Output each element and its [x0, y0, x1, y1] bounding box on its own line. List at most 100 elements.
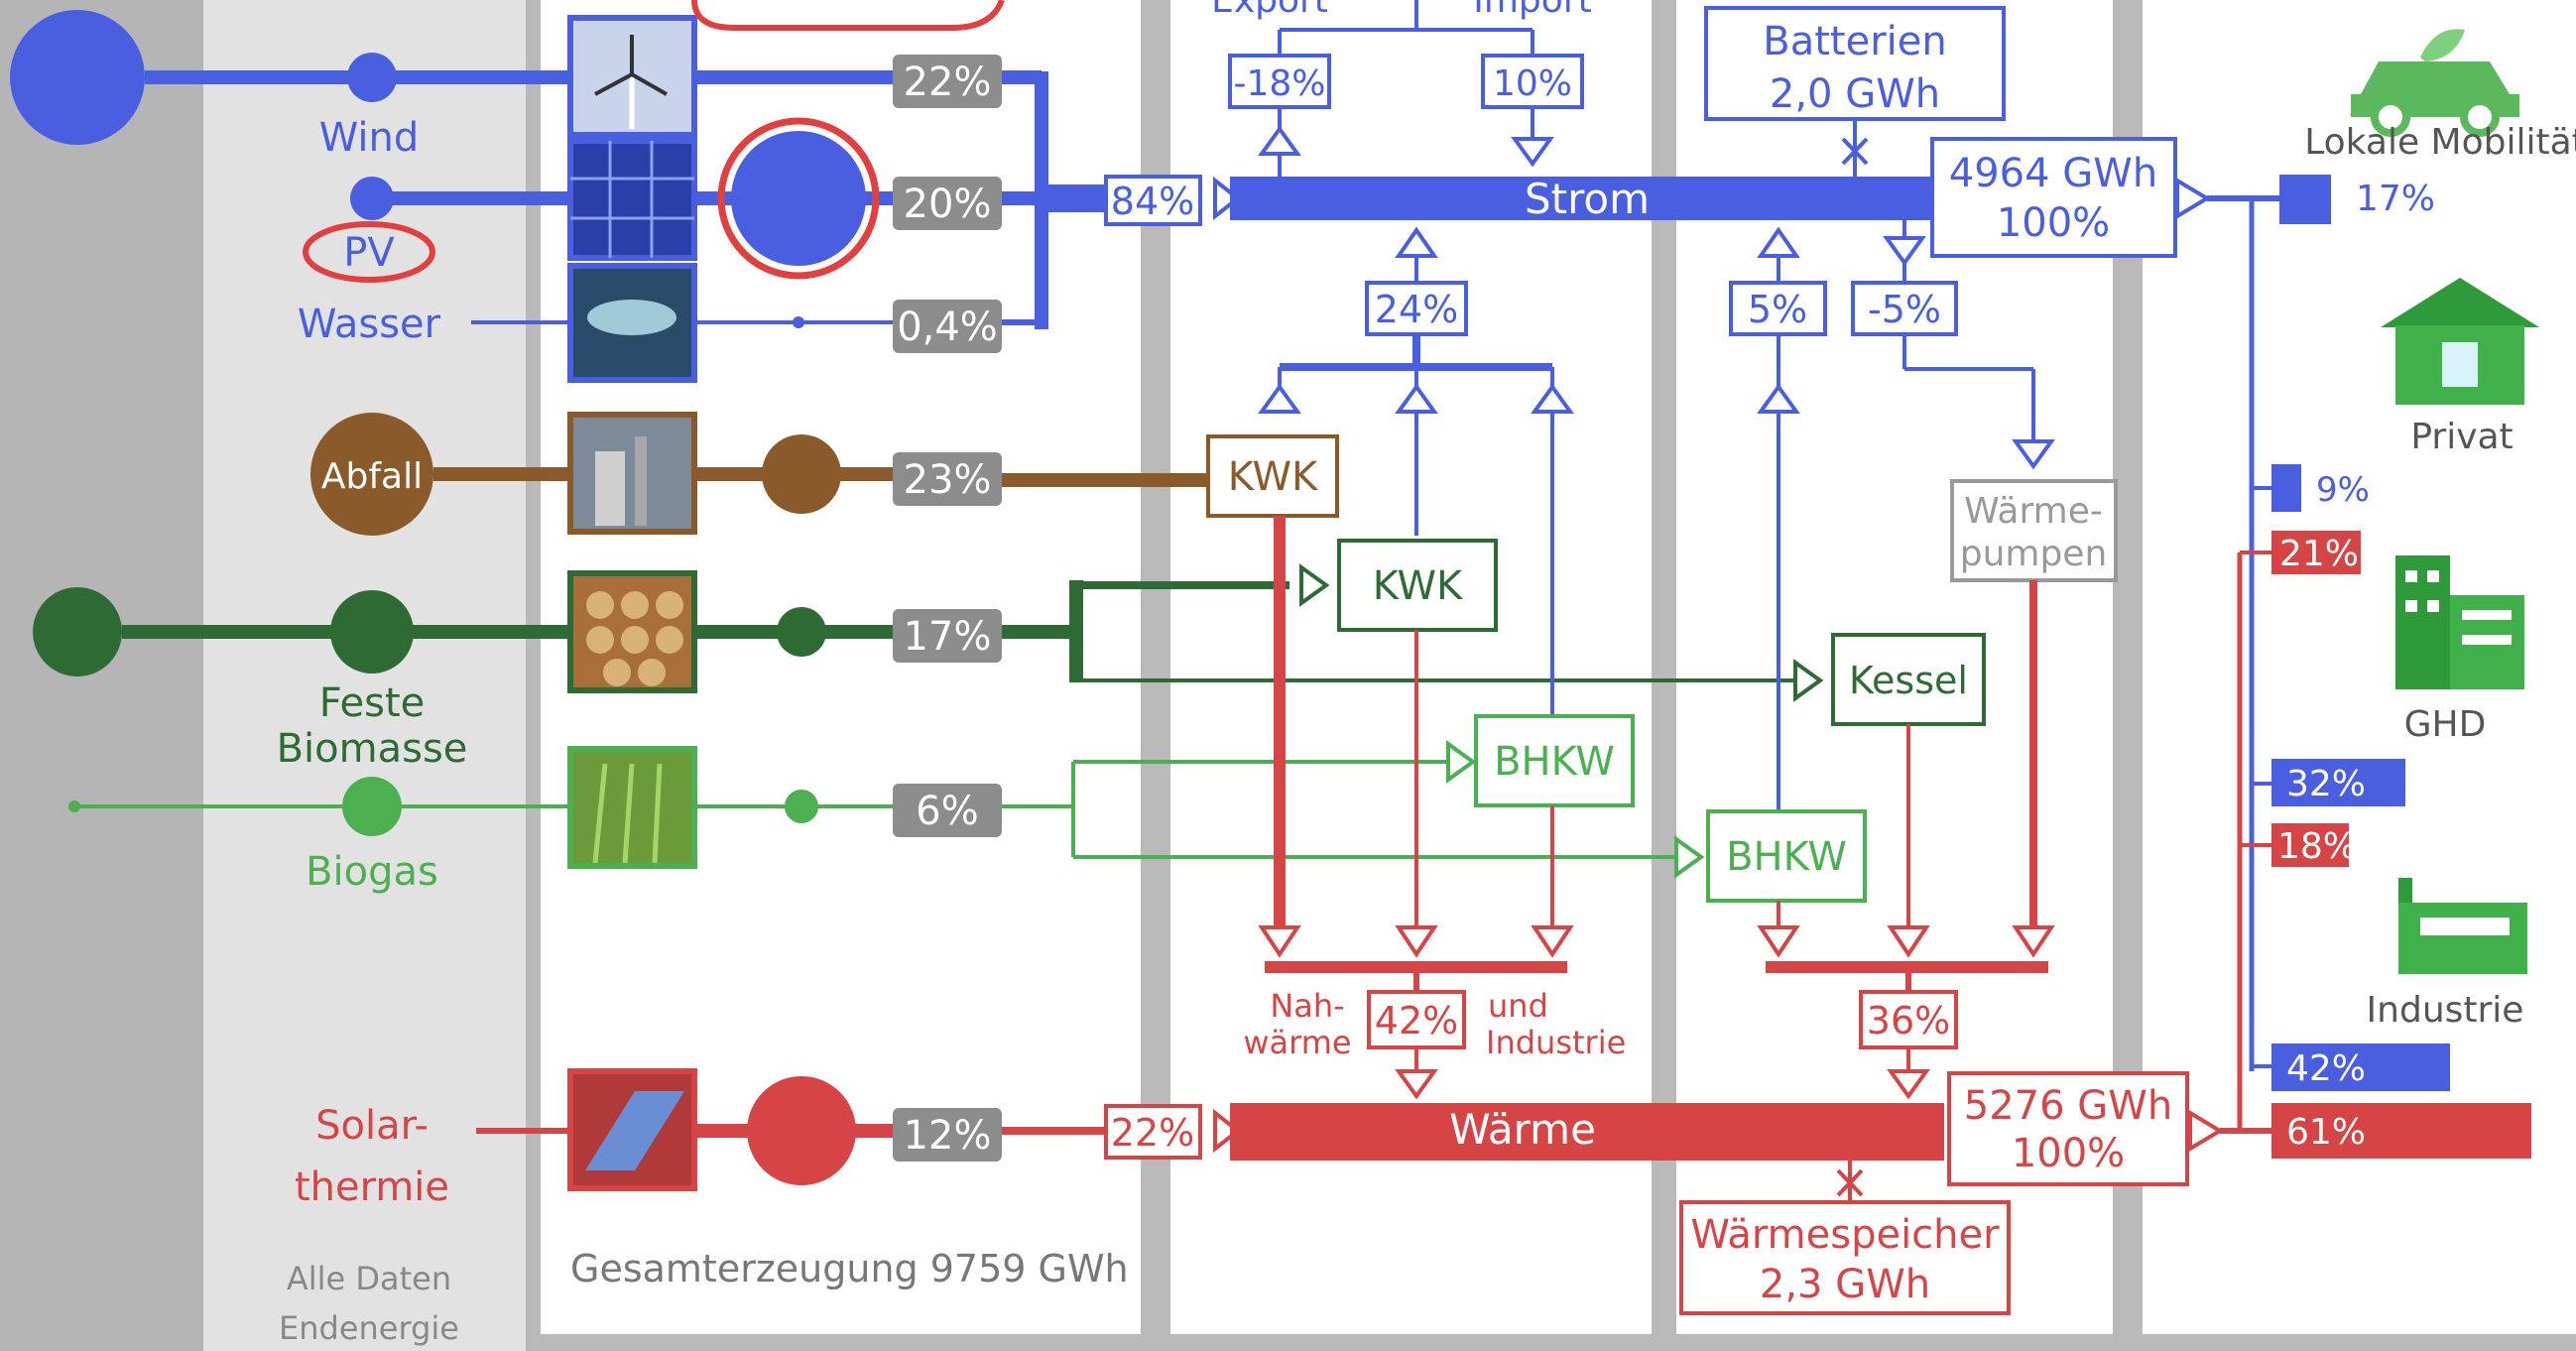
- und-label-2: Industrie: [1486, 1024, 1626, 1061]
- waermespeicher-box: [1679, 1200, 2011, 1315]
- nah-share-box: [1367, 990, 1466, 1049]
- kwk-strom-share: 24%: [1375, 288, 1458, 331]
- bhkw-2-box: [1706, 809, 1867, 903]
- industrie-waerme-share: 61%: [2286, 1112, 2366, 1153]
- ghd-label: GHD: [2404, 704, 2487, 745]
- strom-bar: [1230, 177, 1944, 220]
- house-icon: [2381, 278, 2539, 405]
- top-annotation-ring: [691, 0, 1005, 31]
- industrie-waerme-bar: [2271, 1103, 2531, 1159]
- ghd-strom-bar: [2271, 759, 2405, 806]
- waste-plant-image: [567, 412, 697, 535]
- battery-out-share: -5%: [1868, 288, 1941, 331]
- pv-share: 20%: [904, 182, 992, 227]
- wind-share-box: [893, 55, 1002, 108]
- biogas-label: Biogas: [306, 849, 438, 895]
- biomasse-share: 17%: [904, 614, 992, 660]
- battery-in-share: 5%: [1748, 288, 1807, 331]
- biomasse-label-1: Feste: [319, 680, 426, 726]
- biomasse-potential-circle: [33, 587, 122, 676]
- kwk-biomasse-label: KWK: [1373, 563, 1464, 609]
- privat-waerme-bar: [2271, 531, 2361, 574]
- waermespeicher-line1: Wärmespeicher: [1690, 1212, 2000, 1258]
- kessel-box: [1831, 633, 1986, 726]
- wind-usage-circle: [347, 53, 397, 102]
- strom-input-share: 84%: [1111, 180, 1194, 223]
- solar-thermal-image: [567, 1068, 697, 1191]
- waermepumpen-box: [1950, 479, 2118, 582]
- abfall-potential-circle: [310, 413, 433, 536]
- strom-total-1: 4964 GWh: [1949, 151, 2157, 196]
- waerme-bar: [1230, 1103, 1944, 1161]
- strom-bar-label: Strom: [1525, 175, 1650, 223]
- nah-label-2: wärme: [1243, 1024, 1351, 1061]
- solarthermie-label-2: thermie: [295, 1165, 449, 1210]
- mobilitaet-label: Lokale Mobilität: [2304, 122, 2576, 163]
- battery-line1: Batterien: [1763, 19, 1946, 64]
- mobilitaet-strom-bar: [2279, 175, 2331, 224]
- car-icon: [2351, 29, 2519, 137]
- pv-potential-circle: [731, 131, 866, 266]
- corn-field-image: [567, 746, 697, 869]
- biomasse-label-2: Biomasse: [277, 726, 468, 772]
- nah-label-1: Nah-: [1270, 987, 1344, 1025]
- waermespeicher-line2: 2,3 GWh: [1760, 1262, 1930, 1307]
- right-heat-share: 36%: [1867, 999, 1950, 1043]
- wind-share: 22%: [904, 60, 992, 105]
- pv-usage-circle: [350, 177, 394, 220]
- right-heat-share-box: [1859, 990, 1958, 1049]
- waerme-input-box: [1104, 1104, 1202, 1160]
- waerme-input-share: 22%: [1111, 1111, 1194, 1155]
- kwk-abfall-label: KWK: [1228, 454, 1319, 500]
- privat-waerme-share: 21%: [2279, 534, 2359, 574]
- solarthermie-label-1: Solar-: [315, 1103, 429, 1149]
- waerme-bar-label: Wärme: [1449, 1105, 1596, 1154]
- pv-annotation-ring: [303, 221, 435, 283]
- left-margin: [0, 0, 203, 1351]
- kwk-biomasse-box: [1337, 539, 1498, 632]
- factory-icon: [2398, 878, 2527, 974]
- import-share-box: [1481, 54, 1584, 109]
- total-generation: Gesamterzeugung 9759 GWh: [570, 1247, 1129, 1290]
- biogas-share: 6%: [916, 789, 978, 834]
- pv-share-box: [893, 177, 1002, 230]
- pv-label: PV: [343, 230, 395, 276]
- wind-potential-circle: [10, 10, 145, 145]
- battery-box: [1704, 6, 2006, 121]
- waermepumpen-label-2: pumpen: [1960, 534, 2108, 574]
- note-line1: Alle Daten: [287, 1260, 451, 1297]
- solarthermie-share-box: [893, 1108, 1002, 1162]
- battery-line2: 2,0 GWh: [1770, 71, 1940, 117]
- abfall-label: Abfall: [321, 456, 423, 497]
- abfall-share: 23%: [904, 457, 992, 503]
- waermepumpen-label-1: Wärme-: [1964, 491, 2103, 532]
- export-share: -18%: [1233, 63, 1325, 104]
- waerme-total-2: 100%: [2012, 1131, 2125, 1176]
- abfall-share-box: [893, 452, 1002, 506]
- kwk-abfall-box: [1206, 434, 1339, 518]
- wasser-share-box: [893, 300, 1002, 353]
- export-label: Export: [1211, 0, 1328, 21]
- import-share: 10%: [1493, 63, 1572, 104]
- biogas-usage-circle: [342, 777, 402, 836]
- bhkw-2-label: BHKW: [1726, 834, 1847, 880]
- industrie-strom-bar: [2271, 1044, 2450, 1091]
- bhkw-1-label: BHKW: [1494, 739, 1615, 785]
- kessel-label: Kessel: [1849, 659, 1968, 702]
- wind-label: Wind: [319, 115, 420, 161]
- office-building-icon: [2395, 555, 2524, 689]
- battery-out-share-box: [1851, 281, 1958, 336]
- privat-label: Privat: [2410, 417, 2513, 457]
- strom-total-2: 100%: [1997, 200, 2110, 246]
- solarthermie-share: 12%: [904, 1113, 992, 1159]
- ghd-waerme-bar: [2271, 823, 2349, 867]
- privat-strom-share: 9%: [2316, 470, 2370, 510]
- solar-panel-image: [567, 138, 697, 261]
- industrie-strom-share: 42%: [2286, 1048, 2366, 1089]
- water-image: [567, 263, 697, 383]
- nah-share: 42%: [1375, 999, 1458, 1043]
- wood-logs-image: [567, 570, 697, 693]
- und-label-1: und: [1488, 987, 1548, 1025]
- solarthermie-usage-circle: [747, 1076, 856, 1185]
